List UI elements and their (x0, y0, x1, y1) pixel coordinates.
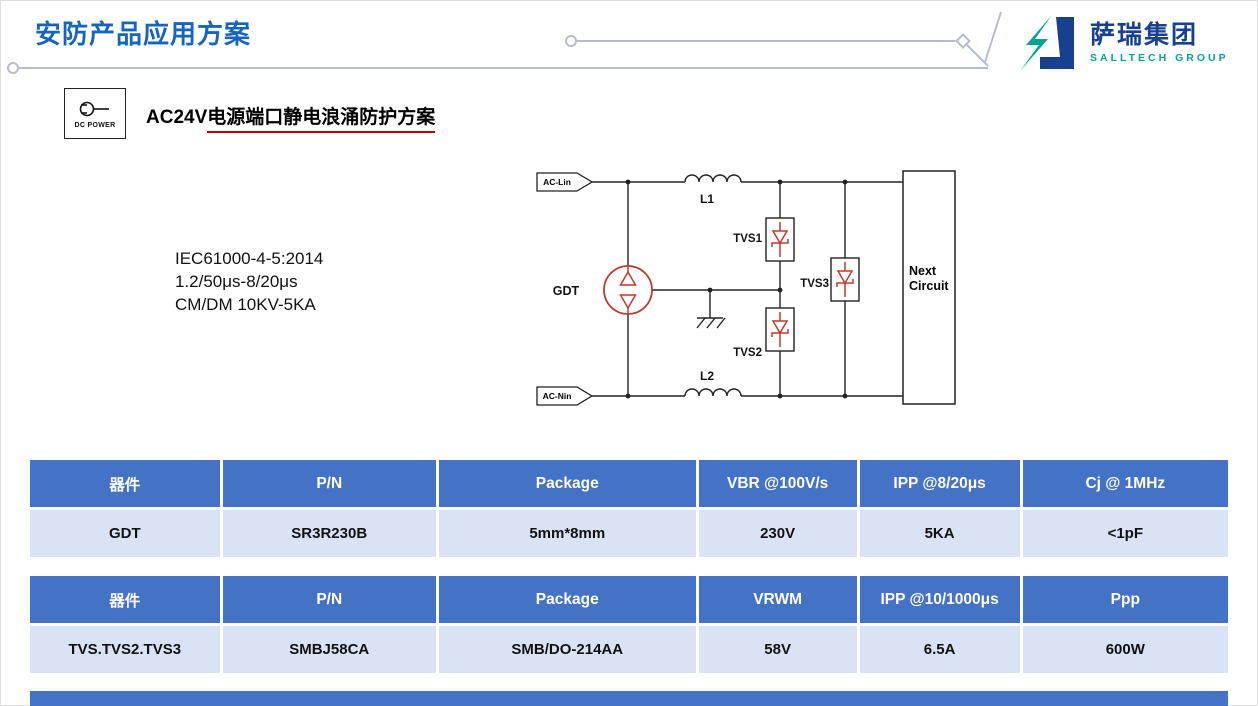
gdt-spec-table: 器件 P/N Package VBR @100V/s IPP @8/20μs C… (30, 460, 1228, 557)
table-header-cell: VBR @100V/s (698, 460, 857, 507)
tvs3-label: TVS3 (800, 278, 829, 290)
table-header-cell: Ppp (1022, 576, 1228, 623)
next-circuit-label: Next Circuit (909, 264, 949, 293)
logo-name-en: SALLTECH GROUP (1090, 52, 1229, 65)
section-title-prefix: AC24V (146, 107, 208, 128)
tvs1-symbol (765, 217, 795, 262)
company-logo: 萨瑞集团 SALLTECH GROUP (1016, 12, 1246, 74)
next-circuit-box (902, 170, 956, 405)
table-cell: 6.5A (859, 626, 1020, 673)
l2-label: L2 (700, 369, 714, 383)
section-title: AC24V电源端口静电浪涌防护方案 (146, 102, 436, 133)
ac-lin-label: AC-Lin (543, 177, 571, 187)
standard-line: CM/DM 10KV-5KA (175, 295, 316, 314)
tvs3-symbol (830, 257, 860, 302)
ac-lin-port (536, 172, 594, 192)
salltech-logo-icon (1020, 15, 1074, 71)
page-title: 安防产品应用方案 (35, 19, 252, 49)
table-header-cell: P/N (222, 576, 436, 623)
table-header-cell: 器件 (30, 576, 220, 623)
tvs2-symbol (765, 307, 795, 352)
l1-label: L1 (700, 192, 714, 206)
table-cell: 600W (1022, 626, 1228, 673)
table-cell: 5mm*8mm (438, 510, 696, 557)
table-cell: SR3R230B (222, 510, 436, 557)
table-cell: 5KA (859, 510, 1020, 557)
tvs-spec-table: 器件 P/N Package VRWM IPP @10/1000μs Ppp T… (30, 576, 1228, 673)
ac-nin-port (536, 386, 594, 406)
tvs1-label: TVS1 (733, 233, 762, 245)
dc-power-label: DC POWER (74, 122, 116, 129)
section-title-main: 电源端口静电浪涌防护方案 (207, 107, 436, 133)
table-header-cell: 器件 (30, 460, 220, 507)
standards-note: IEC61000-4-5:2014 1.2/50μs-8/20μs CM/DM … (175, 247, 323, 316)
table-header-cell: IPP @10/1000μs (859, 576, 1020, 623)
logo-name-cn: 萨瑞集团 (1090, 20, 1199, 49)
table-cell: SMB/DO-214AA (438, 626, 696, 673)
circuit-schematic: AC-Lin AC-Nin L1 L2 GDT TVS1 TVS2 TVS3 (536, 170, 956, 406)
table-cell: 230V (698, 510, 857, 557)
table-header-cell: Package (438, 460, 696, 507)
standard-line: IEC61000-4-5:2014 (175, 249, 324, 268)
table-cell: SMBJ58CA (222, 626, 436, 673)
table-cell: <1pF (1022, 510, 1228, 557)
standard-line: 1.2/50μs-8/20μs (175, 272, 298, 291)
tvs2-label: TVS2 (733, 347, 762, 359)
table-header-cell: P/N (222, 460, 436, 507)
dc-power-badge: DC POWER (64, 88, 126, 139)
dc-power-icon (79, 101, 109, 117)
table-header-cell: VRWM (698, 576, 857, 623)
ac-nin-label: AC-Nin (543, 391, 572, 401)
gdt-label: GDT (553, 284, 580, 298)
gdt-symbol (603, 265, 653, 315)
table-header-cell: Cj @ 1MHz (1022, 460, 1228, 507)
table-cell: GDT (30, 510, 220, 557)
table-header-cell: Package (438, 576, 696, 623)
footer-accent-bar (30, 691, 1228, 706)
table-cell: TVS.TVS2.TVS3 (30, 626, 220, 673)
table-header-cell: IPP @8/20μs (859, 460, 1020, 507)
table-cell: 58V (698, 626, 857, 673)
